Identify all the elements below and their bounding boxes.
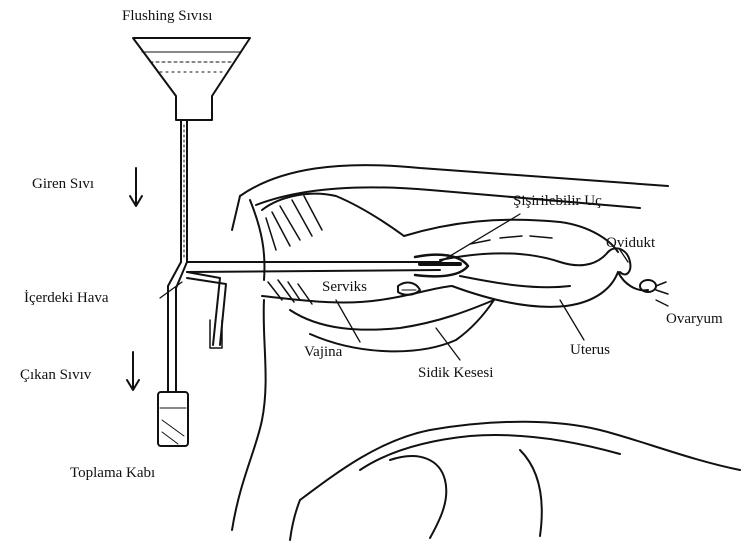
collection-vessel-shape [158, 392, 188, 446]
pelvis-shape [232, 300, 740, 540]
cervix-shape [398, 283, 420, 295]
label-vagina: Vajina [304, 345, 342, 360]
oviduct-shape [608, 248, 648, 290]
flow-arrows [127, 168, 142, 390]
funnel-shape [133, 38, 250, 120]
outflow-tube [168, 262, 226, 392]
label-inflatable-tip: Şişirilebilir Uç [513, 194, 602, 209]
label-oviduct: Ovidukt [606, 236, 655, 251]
ovary-shape [640, 280, 668, 294]
label-bladder: Sidik Kesesi [418, 366, 493, 381]
label-cervix: Serviks [322, 280, 367, 295]
inflow-tube [181, 120, 187, 262]
leader-lines [160, 214, 668, 360]
catheter [187, 255, 468, 277]
label-incoming-fluid: Giren Sıvı [32, 177, 94, 192]
label-uterus: Uterus [570, 343, 610, 358]
label-ovary: Ovaryum [666, 312, 723, 327]
label-flushing-fluid: Flushing Sıvısı [122, 9, 212, 24]
label-inner-air: İçerdeki Hava [24, 291, 109, 306]
label-collection-vessel: Toplama Kabı [70, 466, 155, 481]
label-outgoing-fluid: Çıkan Sıvıv [20, 368, 91, 383]
